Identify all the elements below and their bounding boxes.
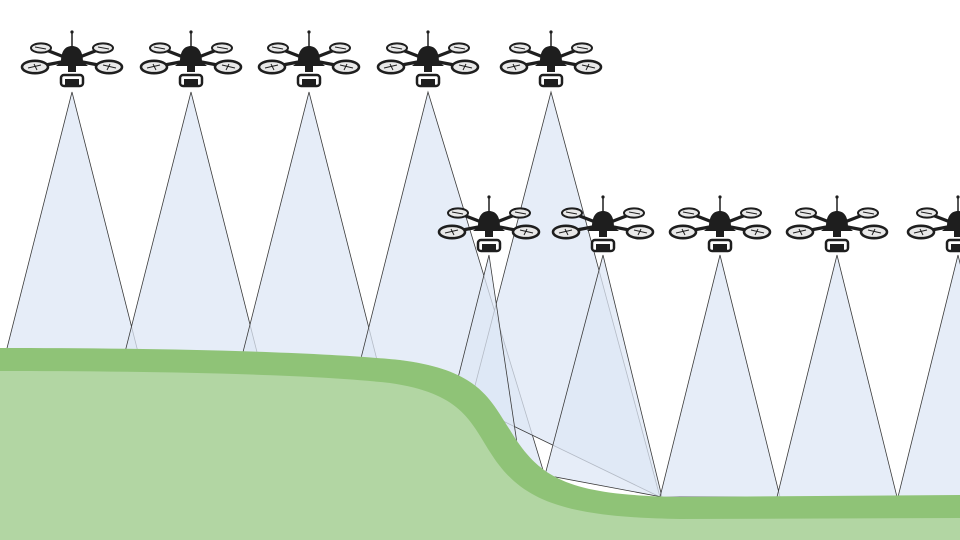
- drone-icon: [668, 193, 772, 253]
- high-altitude-row: [20, 28, 603, 88]
- coverage-cones: [3, 90, 960, 497]
- drone-icon: [257, 28, 361, 88]
- drone-icon: [20, 28, 124, 88]
- coverage-cone: [122, 91, 260, 361]
- terrain: [0, 348, 960, 540]
- coverage-cone: [897, 254, 960, 497]
- coverage-cone: [659, 254, 781, 497]
- coverage-cone: [3, 91, 141, 361]
- drone-icon: [376, 28, 480, 88]
- coverage-cone: [240, 91, 378, 361]
- coverage-cone: [544, 254, 663, 497]
- drone-icon: [785, 193, 889, 253]
- drone-icon: [906, 193, 960, 253]
- coverage-cone: [776, 254, 898, 497]
- ground-fill: [0, 371, 960, 540]
- drone-icon: [139, 28, 243, 88]
- drone-icon: [499, 28, 603, 88]
